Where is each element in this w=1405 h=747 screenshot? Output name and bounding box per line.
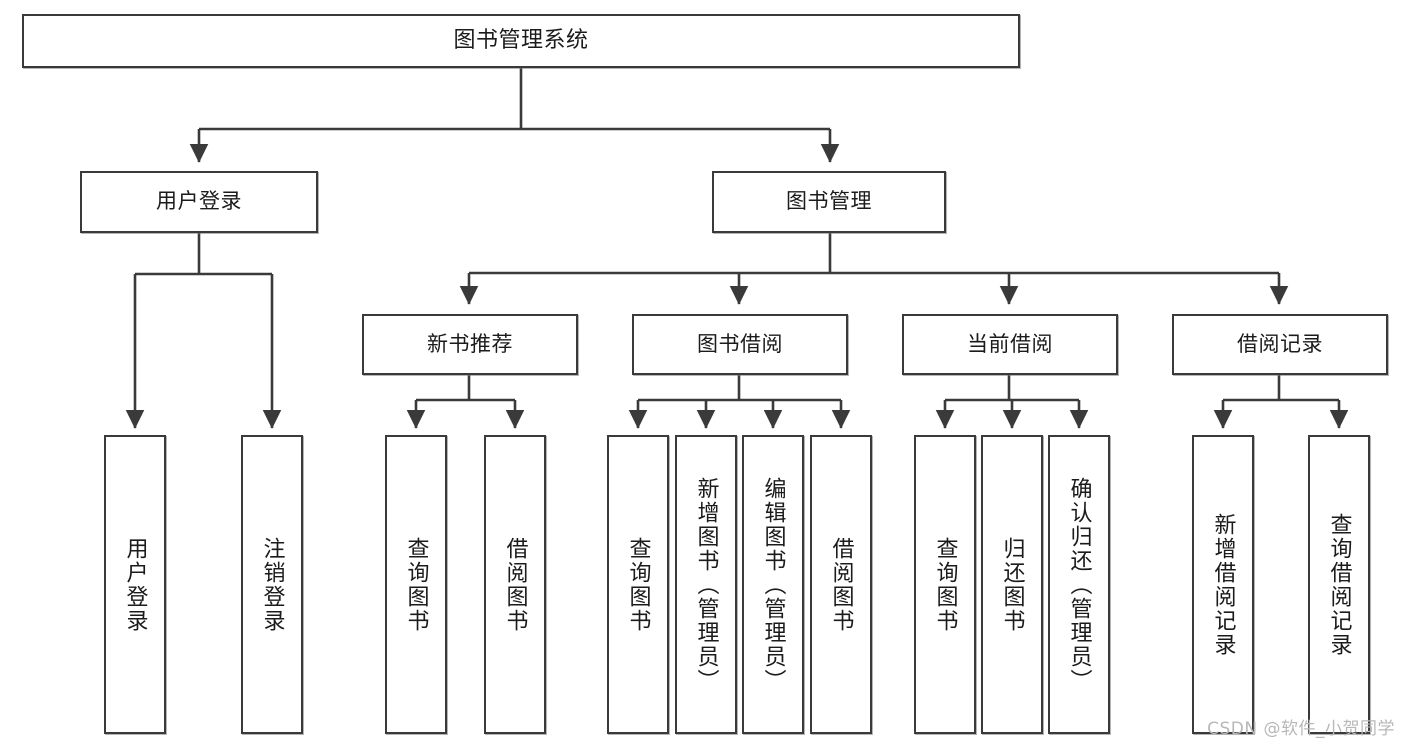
- leaf-query-book-1[interactable]: 查询图书: [385, 435, 447, 734]
- leaf-edit-book-admin-label: 编辑图书（管理员）: [760, 476, 786, 693]
- node-new-book-recommend-label: 新书推荐: [427, 331, 513, 356]
- node-root-label: 图书管理系统: [453, 27, 589, 53]
- node-borrow-record-label: 借阅记录: [1237, 331, 1323, 356]
- leaf-return-book-label: 归还图书: [999, 536, 1025, 633]
- leaf-confirm-return-admin-label: 确认归还（管理员）: [1066, 476, 1092, 693]
- leaf-user-login[interactable]: 用户登录: [104, 435, 166, 734]
- leaf-user-login-label: 用户登录: [122, 536, 148, 633]
- node-borrow-record[interactable]: 借阅记录: [1172, 314, 1388, 375]
- leaf-borrow-book-1[interactable]: 借阅图书: [484, 435, 546, 734]
- leaf-logout-login-label: 注销登录: [259, 536, 285, 633]
- leaf-borrow-book-1-label: 借阅图书: [502, 536, 528, 633]
- leaf-add-book-admin[interactable]: 新增图书（管理员）: [675, 435, 737, 734]
- leaf-borrow-book-2-label: 借阅图书: [828, 536, 854, 633]
- leaf-query-book-1-label: 查询图书: [403, 536, 429, 633]
- leaf-confirm-return-admin[interactable]: 确认归还（管理员）: [1048, 435, 1110, 734]
- leaf-add-book-admin-label: 新增图书（管理员）: [693, 476, 719, 693]
- node-user-login-label: 用户登录: [156, 189, 242, 214]
- leaf-query-book-2[interactable]: 查询图书: [607, 435, 669, 734]
- leaf-query-book-3[interactable]: 查询图书: [914, 435, 976, 734]
- leaf-borrow-book-2[interactable]: 借阅图书: [810, 435, 872, 734]
- node-user-login[interactable]: 用户登录: [80, 171, 318, 233]
- leaf-query-book-2-label: 查询图书: [625, 536, 651, 633]
- node-book-borrow[interactable]: 图书借阅: [632, 314, 848, 375]
- node-current-borrow-label: 当前借阅: [967, 331, 1053, 356]
- node-book-borrow-label: 图书借阅: [697, 331, 783, 356]
- leaf-add-borrow-record-label: 新增借阅记录: [1210, 512, 1236, 657]
- node-current-borrow[interactable]: 当前借阅: [902, 314, 1118, 375]
- leaf-query-book-3-label: 查询图书: [932, 536, 958, 633]
- csdn-watermark: CSDN @软件_小贺同学: [1207, 719, 1395, 739]
- leaf-logout-login[interactable]: 注销登录: [241, 435, 303, 734]
- node-new-book-recommend[interactable]: 新书推荐: [362, 314, 578, 375]
- node-book-manage-label: 图书管理: [786, 189, 872, 214]
- leaf-query-borrow-record[interactable]: 查询借阅记录: [1308, 435, 1370, 734]
- node-book-manage[interactable]: 图书管理: [712, 171, 946, 233]
- leaf-edit-book-admin[interactable]: 编辑图书（管理员）: [742, 435, 804, 734]
- leaf-add-borrow-record[interactable]: 新增借阅记录: [1192, 435, 1254, 734]
- leaf-return-book[interactable]: 归还图书: [981, 435, 1043, 734]
- leaf-query-borrow-record-label: 查询借阅记录: [1326, 512, 1352, 657]
- node-root[interactable]: 图书管理系统: [22, 14, 1020, 68]
